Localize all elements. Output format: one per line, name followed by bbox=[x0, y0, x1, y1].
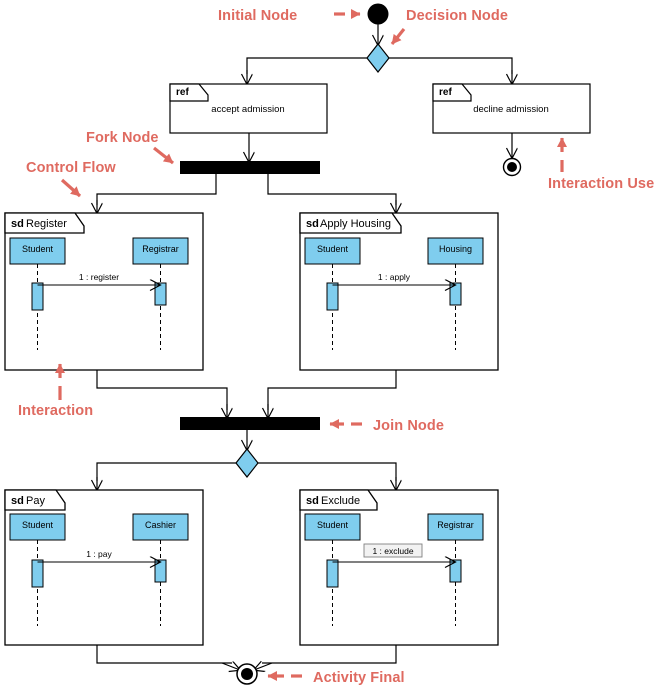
annotation-join-node: Join Node bbox=[329, 418, 444, 434]
annotation-initial-node: Initial Node bbox=[218, 8, 361, 24]
message-label: 1 : exclude bbox=[372, 546, 413, 556]
control-flow-fork-branches bbox=[97, 174, 396, 213]
interaction-use-name: decline admission bbox=[473, 104, 549, 115]
lifeline-student: Student bbox=[9, 237, 66, 350]
interaction-use-accept-admission[interactable]: ref accept admission bbox=[169, 83, 328, 134]
lifeline-student: Student bbox=[304, 237, 361, 350]
annotation-fork-node: Fork Node bbox=[86, 130, 174, 165]
ref-keyword-label: ref bbox=[439, 87, 452, 98]
lifeline-registrar: Registrar bbox=[132, 237, 189, 350]
annotation-label: Control Flow bbox=[26, 160, 116, 176]
frame-kind-label: sd bbox=[306, 218, 319, 230]
annotation-interaction: Interaction bbox=[18, 363, 93, 419]
lifeline-label: Student bbox=[22, 244, 54, 254]
lifeline-label: Housing bbox=[439, 244, 472, 254]
ref-keyword-label: ref bbox=[176, 87, 189, 98]
lifeline-label: Registrar bbox=[437, 520, 474, 530]
fork-node bbox=[180, 161, 320, 174]
initial-node bbox=[367, 3, 389, 25]
frame-name-label: Apply Housing bbox=[320, 218, 391, 230]
sd-frame-pay[interactable]: sd Pay Student Cashier 1 : pay bbox=[4, 489, 204, 646]
lifeline-label: Student bbox=[317, 520, 349, 530]
control-flow-frames-to-final bbox=[96, 645, 397, 670]
annotation-label: Join Node bbox=[373, 418, 444, 434]
annotation-control-flow: Control Flow bbox=[26, 160, 116, 198]
lifeline-housing: Housing bbox=[427, 237, 484, 350]
message-register: 1 : register bbox=[37, 272, 161, 285]
annotation-label: Interaction Use bbox=[548, 176, 654, 192]
lifeline-registrar: Registrar bbox=[427, 513, 484, 626]
lifeline-label: Student bbox=[22, 520, 54, 530]
message-apply: 1 : apply bbox=[332, 272, 456, 285]
lifeline-student: Student bbox=[9, 513, 66, 626]
activity-final-node-right bbox=[502, 157, 522, 177]
message-label: 1 : pay bbox=[86, 549, 112, 559]
interaction-use-name: accept admission bbox=[211, 104, 284, 115]
annotation-activity-final: Activity Final bbox=[267, 670, 405, 686]
control-flow-decision-branches bbox=[247, 57, 512, 84]
message-label: 1 : register bbox=[79, 272, 119, 282]
annotation-label: Fork Node bbox=[86, 130, 159, 146]
decision-node-bottom bbox=[235, 448, 259, 478]
frame-name-label: Register bbox=[26, 218, 67, 230]
message-pay: 1 : pay bbox=[37, 549, 161, 562]
frame-name-label: Exclude bbox=[321, 495, 360, 507]
lifeline-label: Student bbox=[317, 244, 349, 254]
message-label: 1 : apply bbox=[378, 272, 411, 282]
message-exclude: 1 : exclude bbox=[332, 543, 456, 562]
control-flow-decision-bottom-branches bbox=[97, 462, 396, 490]
sd-frame-exclude[interactable]: sd Exclude Student Registrar 1 : exclude bbox=[299, 489, 499, 646]
lifeline-student: Student bbox=[304, 513, 361, 626]
sd-frame-register[interactable]: sd Register Student Registrar 1 : regist… bbox=[4, 212, 204, 371]
annotation-label: Initial Node bbox=[218, 8, 297, 24]
frame-kind-label: sd bbox=[306, 495, 319, 507]
lifeline-cashier: Cashier bbox=[132, 513, 189, 626]
frame-kind-label: sd bbox=[11, 218, 24, 230]
frame-name-label: Pay bbox=[26, 495, 45, 507]
activity-final-node-bottom bbox=[236, 663, 258, 685]
annotation-decision-node: Decision Node bbox=[390, 8, 508, 45]
sd-frame-apply-housing[interactable]: sd Apply Housing Student Housing 1 : app… bbox=[299, 212, 499, 371]
lifeline-label: Cashier bbox=[145, 520, 176, 530]
control-flow-frames-to-join bbox=[96, 370, 397, 418]
lifeline-label: Registrar bbox=[142, 244, 179, 254]
annotation-label: Activity Final bbox=[313, 670, 405, 686]
decision-node-top bbox=[366, 43, 390, 73]
interaction-use-decline-admission[interactable]: ref decline admission bbox=[432, 83, 591, 134]
join-node bbox=[180, 417, 320, 430]
annotation-label: Decision Node bbox=[406, 8, 508, 24]
annotation-label: Interaction bbox=[18, 403, 93, 419]
frame-kind-label: sd bbox=[11, 495, 24, 507]
annotation-interaction-use: Interaction Use bbox=[548, 137, 654, 192]
